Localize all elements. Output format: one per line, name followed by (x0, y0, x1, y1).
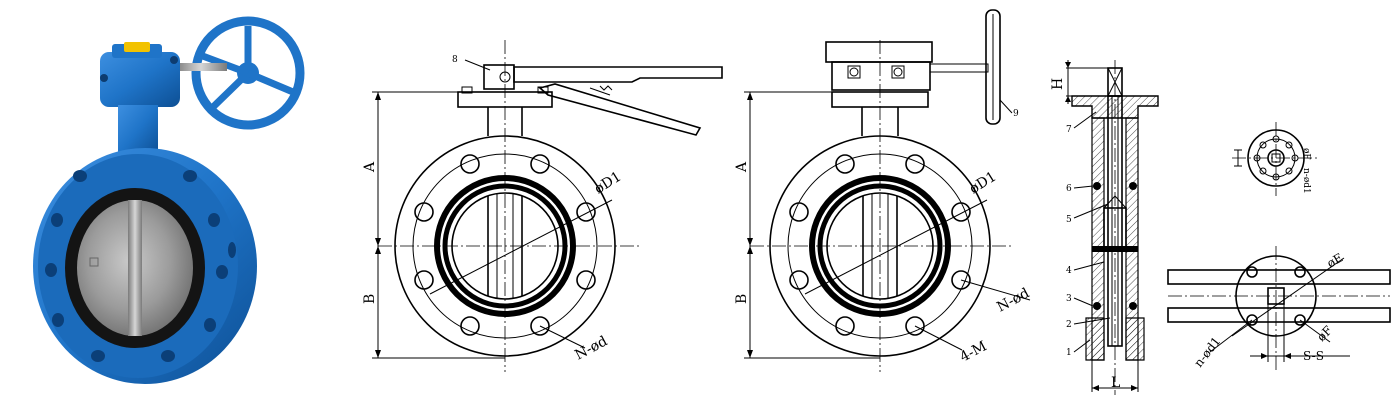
flange-small-holes-label: n-ød1 (1301, 168, 1311, 194)
top-flange-small-view (1232, 122, 1320, 196)
part-number-8: 8 (452, 55, 458, 65)
section-view (1065, 60, 1159, 395)
handwheel-illustration (191, 16, 305, 130)
part-number-1: 1 (1066, 348, 1072, 358)
lever-handle (483, 64, 723, 136)
threaded-holes-label: 4-M (957, 338, 989, 365)
dimension-l-label: L (1111, 375, 1120, 391)
flange-large-f-label: øF (1314, 323, 1335, 344)
flange-large-holes-label: n-ød1 (1191, 334, 1223, 370)
part-number-5: 5 (1066, 215, 1072, 225)
bolt-holes-label: N-ød (572, 333, 610, 363)
flange-diameter-label-gear: øD1 (967, 169, 1000, 198)
dimension-h-label: H (1050, 78, 1066, 90)
bolt-hole-pattern-gear (789, 154, 971, 336)
dimension-b-label-gear: B (734, 294, 750, 304)
dimension-a-label: A (362, 161, 378, 173)
front-view-lever (372, 40, 723, 372)
dimension-a-label-gear: A (734, 161, 750, 173)
gearbox-outline (825, 9, 1001, 125)
part-number-2: 2 (1066, 320, 1072, 330)
bolt-holes-label-gear: N-ød (994, 285, 1032, 315)
part-number-9: 9 (1013, 109, 1019, 119)
flange-large-e-label: øE (1325, 250, 1346, 270)
part-number-4: 4 (1066, 266, 1072, 276)
valve-photo (33, 16, 305, 384)
top-flange-large-view (1167, 246, 1391, 372)
dimension-b-label: B (362, 294, 378, 304)
part-number-6: 6 (1066, 184, 1072, 194)
part-number-3: 3 (1066, 294, 1072, 304)
part-number-7: 7 (1066, 125, 1072, 135)
flange-large-square-label: S-S (1303, 349, 1324, 363)
flange-diameter-label: øD1 (592, 169, 625, 198)
bolt-hole-pattern (414, 154, 596, 336)
front-view-gear (744, 9, 1031, 372)
flange-small-f-label: øF (1301, 148, 1311, 160)
